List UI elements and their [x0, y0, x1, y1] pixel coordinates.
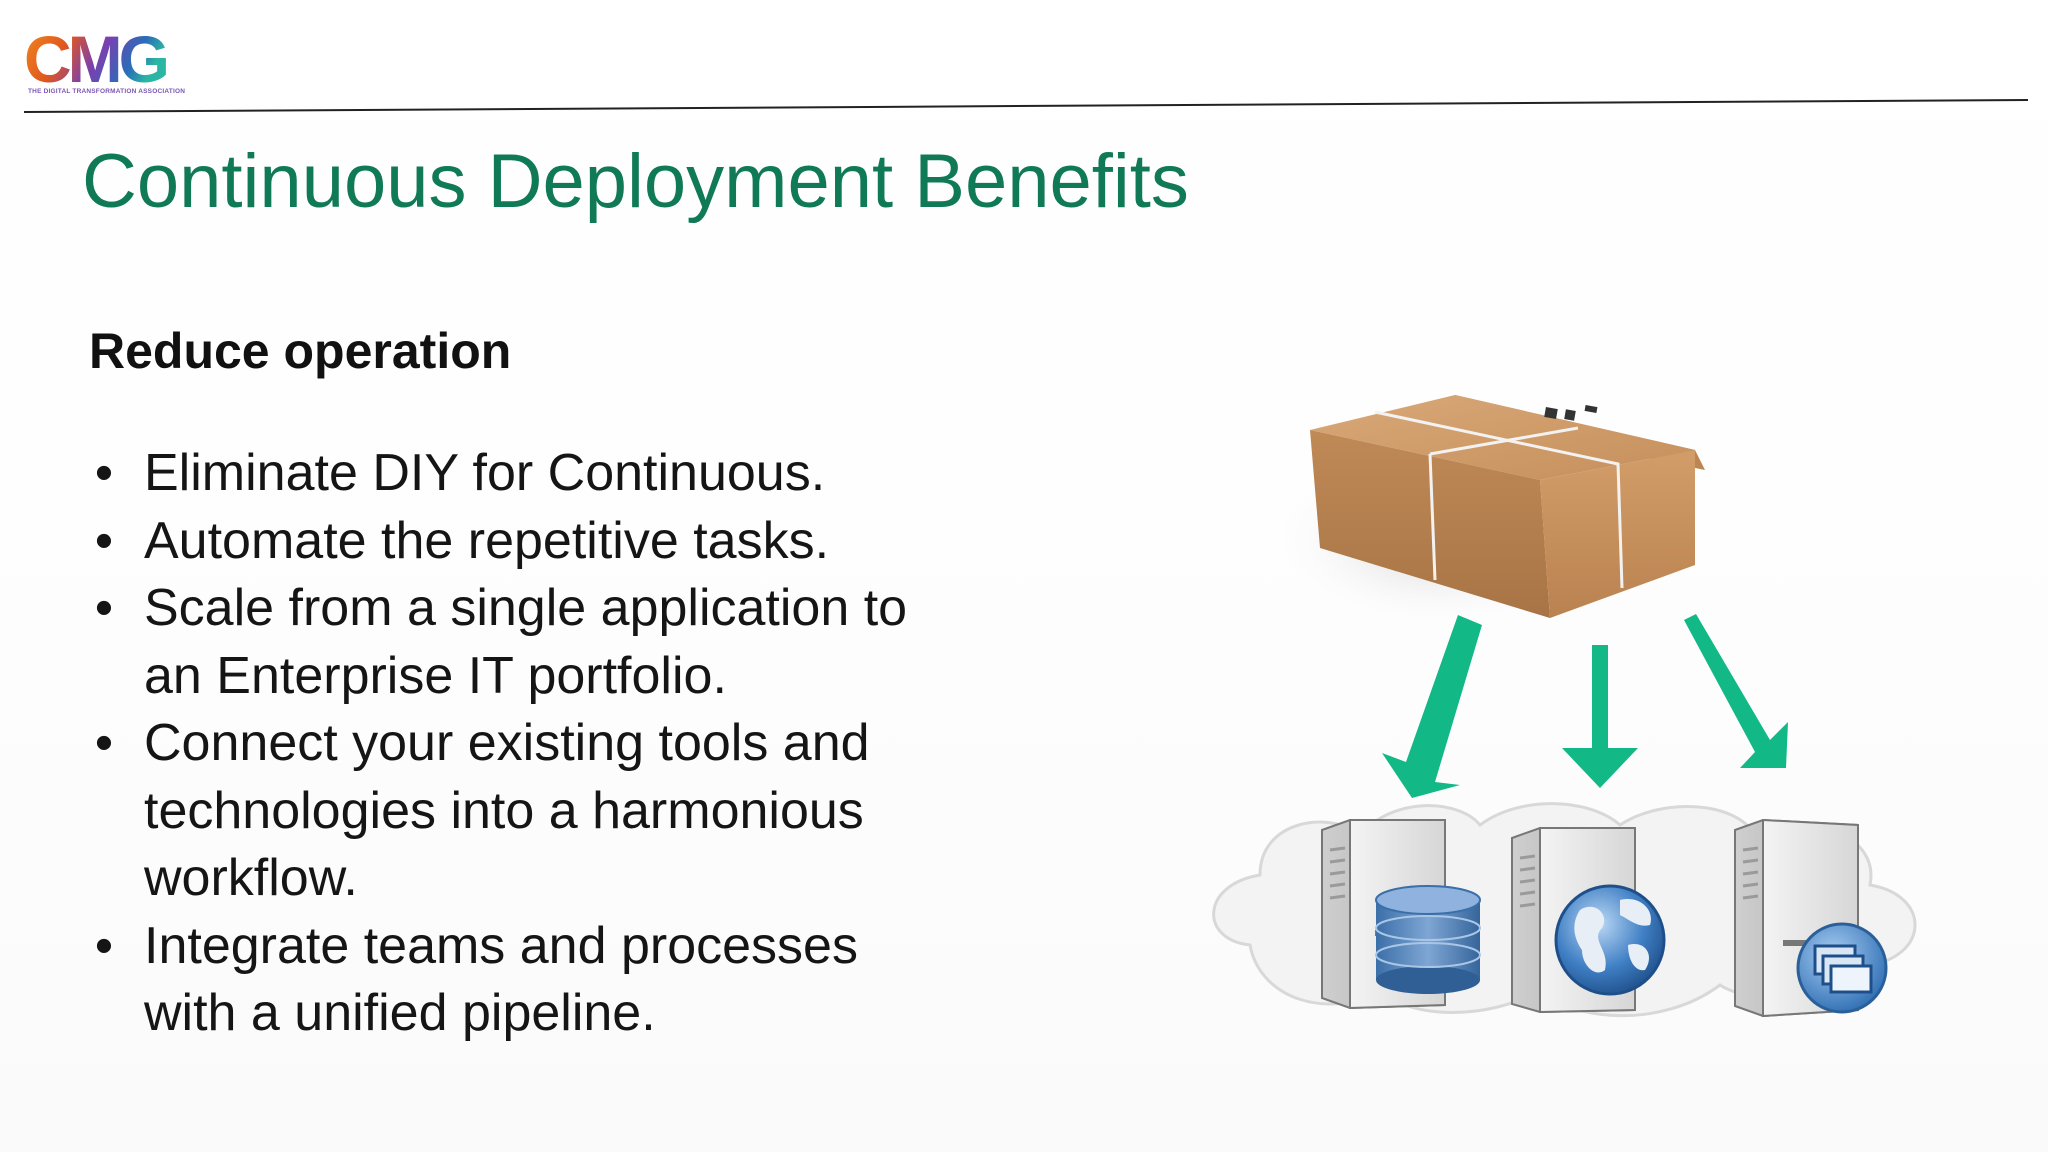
- bullet-text-continued: workflow.: [144, 849, 358, 907]
- deploy-arrows: [1382, 614, 1788, 798]
- logo-tagline: THE DIGITAL TRANSFORMATION ASSOCIATION: [28, 88, 186, 95]
- list-item: • Scale from a single application to an En…: [92, 575, 992, 710]
- svg-text:CMG: CMG: [24, 24, 167, 96]
- benefits-list: • Eliminate DIY for Continuous. • Automate…: [92, 440, 992, 1048]
- arrow-down-icon: [1562, 645, 1638, 788]
- database-server-icon: [1321, 819, 1481, 1010]
- bullet-text-continued: an Enterprise IT portfolio.: [144, 646, 727, 705]
- bullet-icon: •: [94, 511, 114, 570]
- bullet-text: Integrate teams and processes: [144, 916, 858, 975]
- application-server-icon: [1734, 818, 1888, 1018]
- header-divider: [24, 99, 2028, 113]
- bullet-text-continued: technologies into a harmonious: [144, 781, 864, 840]
- list-item: • Automate the repetitive tasks.: [92, 508, 992, 576]
- package-box-icon: [1270, 395, 1705, 630]
- list-item: • Connect your existing tools and technolo…: [92, 710, 992, 913]
- bullet-icon: •: [94, 579, 114, 637]
- bullet-icon: •: [94, 714, 114, 772]
- cmg-logo: CMG: [24, 24, 171, 96]
- bullet-text: Scale from a single application to: [144, 579, 908, 637]
- web-server-icon: [1511, 827, 1666, 1014]
- list-item: • Integrate teams and processes with a uni…: [92, 913, 992, 1048]
- slide-title: Continuous Deployment Benefits: [82, 139, 1189, 224]
- deployment-illustration: [1212, 395, 1917, 1018]
- arrow-down-right-icon: [1684, 614, 1788, 768]
- list-item: • Eliminate DIY for Continuous.: [92, 440, 992, 508]
- arrow-down-left-icon: [1382, 615, 1482, 798]
- bullet-text: Connect your existing tools and: [144, 714, 870, 772]
- bullet-text: Eliminate DIY for Continuous.: [144, 444, 826, 502]
- section-subtitle: Reduce operation: [89, 323, 512, 379]
- bullet-text-continued: with a unified pipeline.: [144, 984, 656, 1042]
- bullet-icon: •: [94, 444, 114, 502]
- bullet-icon: •: [94, 916, 114, 975]
- bullet-text: Automate the repetitive tasks.: [144, 511, 830, 570]
